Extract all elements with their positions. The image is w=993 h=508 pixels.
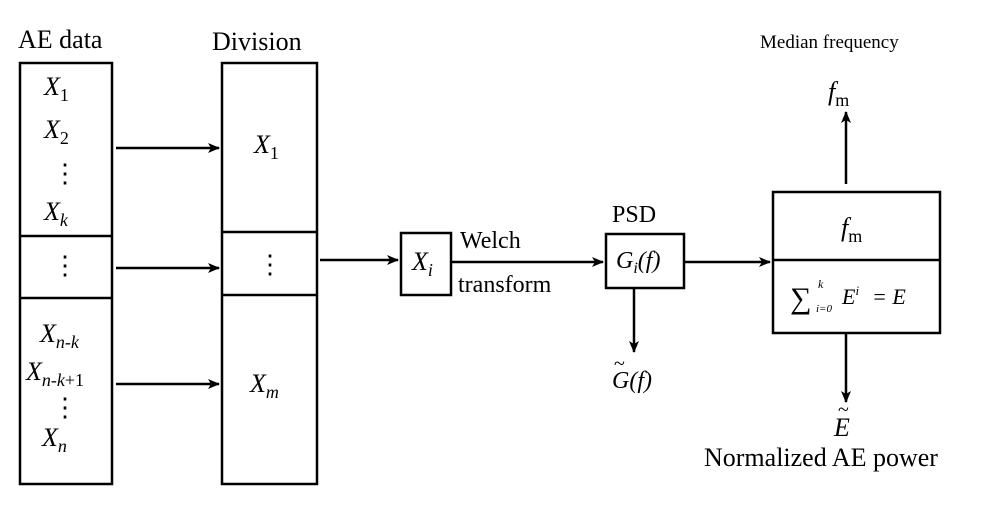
division-dots: ⋮ bbox=[257, 250, 283, 279]
division-x1-label: X1 bbox=[253, 130, 279, 163]
fm-output-label: fm bbox=[828, 77, 849, 110]
ae-xnk-label: Xn-k bbox=[39, 319, 80, 352]
xi-box: Xi bbox=[399, 231, 453, 297]
psd-gi-label: Gi(f) bbox=[616, 248, 660, 277]
sum-upper-limit: k bbox=[818, 277, 824, 291]
median-frequency-title: Median frequency bbox=[760, 32, 899, 53]
division-xm-label: Xm bbox=[249, 369, 279, 402]
sigma-symbol: ∑ bbox=[790, 282, 811, 315]
ae-xk-label: Xk bbox=[43, 197, 69, 230]
psd-box: Gi(f) bbox=[604, 232, 686, 290]
ae-xnk1-label: Xn-k+1 bbox=[25, 357, 84, 390]
ae-dots-mid: ⋮ bbox=[52, 251, 78, 280]
division-title: Division bbox=[212, 27, 302, 56]
ae-xn-label: Xn bbox=[41, 423, 67, 456]
result-fm-label: fm bbox=[841, 213, 862, 246]
ae-dots-bottom: ⋮ bbox=[52, 393, 78, 422]
ae-dots-top: ⋮ bbox=[52, 159, 78, 188]
ae-x1-label: X1 bbox=[43, 72, 69, 105]
welch-label: Welch bbox=[460, 228, 521, 254]
e-tilde-label: E bbox=[833, 413, 850, 442]
ae-data-title: AE data bbox=[18, 25, 103, 54]
g-tilde-label: G(f) bbox=[612, 368, 652, 394]
psd-title: PSD bbox=[612, 202, 656, 228]
sum-rhs: = E bbox=[872, 284, 906, 309]
e-tilde-mark: ~ bbox=[838, 399, 849, 421]
division-column: X1 ⋮ Xm bbox=[220, 61, 319, 486]
normalized-ae-power-title: Normalized AE power bbox=[704, 443, 938, 472]
transform-label: transform bbox=[458, 272, 552, 298]
ae-x2-label: X2 bbox=[43, 115, 69, 148]
g-tilde-mark: ~ bbox=[614, 353, 625, 375]
sum-term: Ei bbox=[841, 283, 859, 309]
energy-sum-formula: ∑ k i=0 Ei = E bbox=[790, 277, 906, 315]
xi-label: Xi bbox=[411, 247, 433, 280]
sum-lower-limit: i=0 bbox=[816, 303, 832, 315]
ae-data-column: X1 X2 ⋮ Xk ⋮ Xn-k Xn-k+1 ⋮ Xn bbox=[18, 61, 114, 486]
result-box: fm ∑ k i=0 Ei = E bbox=[771, 190, 942, 335]
